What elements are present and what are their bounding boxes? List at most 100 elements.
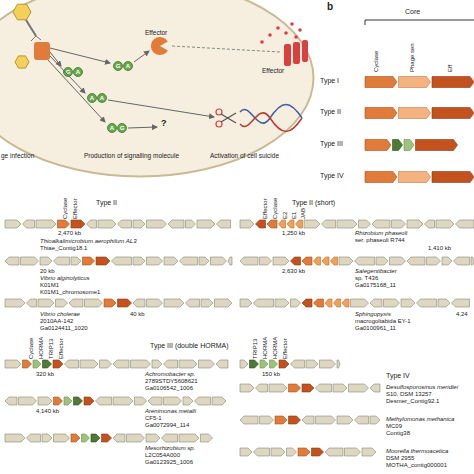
gene-arrow — [164, 299, 184, 307]
gene-arrow — [291, 257, 301, 265]
genome-label: 2,630 kb — [282, 268, 305, 275]
gene-arrow — [432, 108, 474, 119]
genome-label: CF5-1 — [145, 415, 162, 422]
genome-label: Vibrio alginolyticus — [40, 275, 90, 282]
gene-arrow — [43, 360, 52, 368]
gene-arrow — [425, 220, 435, 228]
gene-arrow — [287, 448, 297, 456]
ion-dot — [268, 33, 272, 37]
cell-membrane — [0, 0, 314, 177]
gene-arrow — [118, 220, 132, 228]
gene-arrow — [273, 257, 289, 265]
gene-arrow — [38, 397, 52, 405]
gene-arrow — [118, 299, 132, 307]
genome-label: 2010AA-142 — [40, 318, 73, 325]
nucleotide-circle: G — [117, 123, 127, 133]
type-heading: Type II — [320, 108, 341, 116]
nucleotide-circle: A — [87, 93, 97, 103]
genome-label: Achromobacter sp. — [145, 371, 195, 378]
gene-arrow — [147, 299, 163, 307]
gene-arrow — [38, 299, 54, 307]
gene-arrow — [376, 257, 388, 265]
gene-arrow — [80, 360, 98, 368]
genome-label: Desulfosporosinus meridiei — [386, 384, 458, 391]
gene-name: Cyclase — [28, 338, 35, 359]
gene-arrow — [240, 360, 248, 368]
nucleotide-shape — [74, 68, 83, 77]
gene-arrow — [36, 220, 56, 228]
gene-arrow — [454, 257, 470, 265]
gene-arrow — [27, 434, 41, 442]
arrow — [48, 60, 105, 122]
gene-arrow — [269, 384, 287, 392]
gene-arrow — [53, 360, 63, 368]
type-heading: Type IV — [386, 372, 410, 380]
gene-arrow — [113, 397, 133, 405]
gene-arrow — [250, 360, 259, 368]
gene-arrow — [314, 299, 324, 307]
gene-arrow — [27, 299, 37, 307]
genome-label: 150 kb — [262, 371, 280, 378]
genome-label: Arenimonas metalli — [145, 408, 196, 415]
gene-name: HORMA — [272, 337, 279, 359]
gene-arrow — [148, 397, 162, 405]
gene-name: HORMA — [38, 337, 45, 359]
gene-arrow — [113, 434, 125, 442]
gene-arrow — [146, 434, 160, 442]
genome-label: 2789STDY5608621 — [145, 378, 198, 385]
gene-arrow — [131, 360, 151, 368]
gene-arrow — [320, 360, 336, 368]
gene-arrow — [98, 220, 116, 228]
gene-arrow — [186, 299, 200, 307]
gene-arrow — [5, 220, 21, 228]
genome-label: Thiae_Contig18.1 — [40, 245, 87, 252]
genome-label: S10, DSM 13257 — [386, 391, 432, 398]
ion-dot — [260, 40, 264, 44]
gene-name: Phage sen — [409, 43, 416, 72]
genome-label: Salegentibacter — [355, 268, 397, 275]
gene-arrow — [351, 299, 369, 307]
gene-arrow — [240, 448, 252, 456]
nucleotide-circle: A — [73, 67, 83, 77]
gene-arrow — [291, 299, 301, 307]
gene-arrow — [337, 220, 357, 228]
ion-dot — [294, 35, 298, 39]
genome-label: Sphingopyxis — [355, 311, 391, 318]
gene-arrow — [404, 140, 414, 151]
gene-arrow — [289, 384, 301, 392]
gene-arrow — [85, 299, 103, 307]
nucleotide-shape — [114, 62, 123, 71]
gene-arrow — [133, 299, 145, 307]
gene-arrow — [168, 220, 184, 228]
genome-label: Ga0175168_11 — [355, 282, 396, 289]
gene-arrow — [339, 257, 353, 265]
gene-arrow — [23, 220, 35, 228]
arrow — [108, 100, 214, 117]
gene-arrow — [316, 416, 336, 424]
gene-arrow — [456, 220, 474, 228]
gene-arrow — [256, 384, 268, 392]
gene-arrow — [240, 416, 258, 424]
gene-arrow — [201, 434, 213, 442]
gene-arrow — [180, 257, 198, 265]
genome-label: Ga0124411_1020 — [40, 325, 88, 332]
gene-arrow — [5, 434, 25, 442]
cell-body: EffectorEffector?ge infectionProduction … — [0, 0, 315, 178]
gene-arrow — [349, 384, 369, 392]
gene-arrow — [275, 416, 287, 424]
gene-arrow — [33, 360, 41, 368]
gene-arrow — [416, 140, 458, 151]
nucleotide-letter: A — [123, 61, 133, 71]
nucleotide-shape — [118, 124, 127, 133]
phage-head — [13, 4, 31, 20]
nucleotide-shape — [108, 124, 117, 133]
gene-arrow — [333, 384, 347, 392]
gene-arrow — [322, 220, 336, 228]
genome-label: L2C054A000 — [145, 452, 180, 459]
gene-arrow — [104, 299, 116, 307]
nucleotide-shape — [98, 94, 107, 103]
type-heading: Core — [405, 8, 420, 16]
gene-arrow — [69, 299, 83, 307]
